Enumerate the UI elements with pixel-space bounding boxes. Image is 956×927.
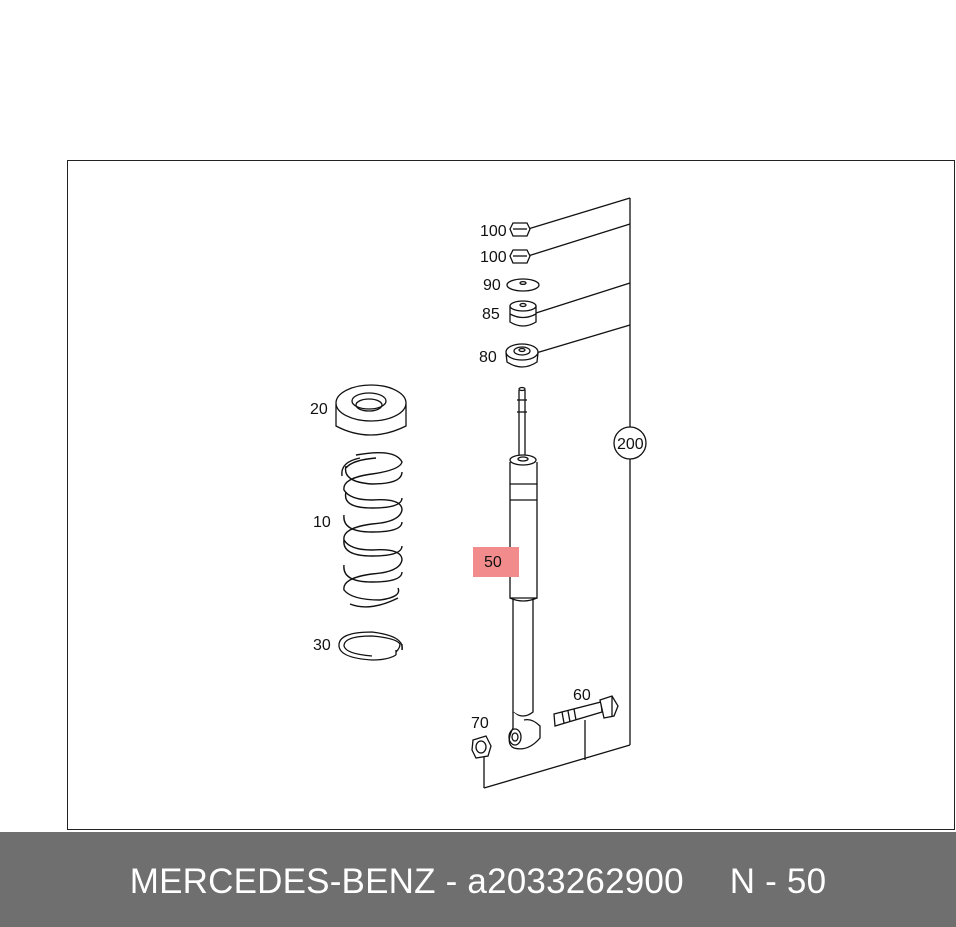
footer-caption: MERCEDES-BENZ - a2033262900 N - 50 (0, 862, 956, 902)
spring-clip-part (338, 631, 403, 661)
shock-absorber-part (508, 386, 541, 750)
footer-bar: MERCEDES-BENZ - a2033262900 N - 50 (0, 832, 956, 927)
lower-nut-part (471, 735, 492, 759)
kit-callout-circle (613, 426, 647, 460)
coil-spring-part (341, 452, 403, 608)
highlight-box (473, 547, 519, 577)
spring-pad-part (335, 384, 407, 436)
callout-coil-spring: 10 (313, 514, 331, 531)
mount-part (505, 343, 539, 368)
callout-nut-top: 100 (480, 223, 507, 240)
parts-diagram: 100 100 90 85 80 20 10 30 50 60 70 200 (310, 197, 647, 789)
callout-kit: 200 (617, 436, 644, 453)
callout-mount: 80 (479, 349, 497, 366)
bolt-part (553, 695, 619, 727)
callout-spring-pad: 20 (310, 401, 328, 418)
brand-name: MERCEDES-BENZ (129, 862, 436, 901)
callout-spring-clip: 30 (313, 637, 331, 654)
nut-second-part (509, 249, 531, 264)
part-number: a2033262900 (467, 862, 684, 901)
callout-lower-nut: 70 (471, 715, 489, 732)
callout-shock-absorber: 50 (484, 554, 502, 571)
washer-part (506, 278, 540, 292)
nut-top-part (509, 222, 531, 237)
separator: - (435, 862, 468, 901)
callout-bolt: 60 (573, 687, 591, 704)
diagram-frame (67, 160, 955, 830)
bushing-upper-part (509, 300, 537, 327)
position-label: N - 50 (729, 862, 827, 901)
callout-bushing-upper: 85 (482, 306, 500, 323)
callout-nut-second: 100 (480, 249, 507, 266)
callout-washer: 90 (483, 277, 501, 294)
